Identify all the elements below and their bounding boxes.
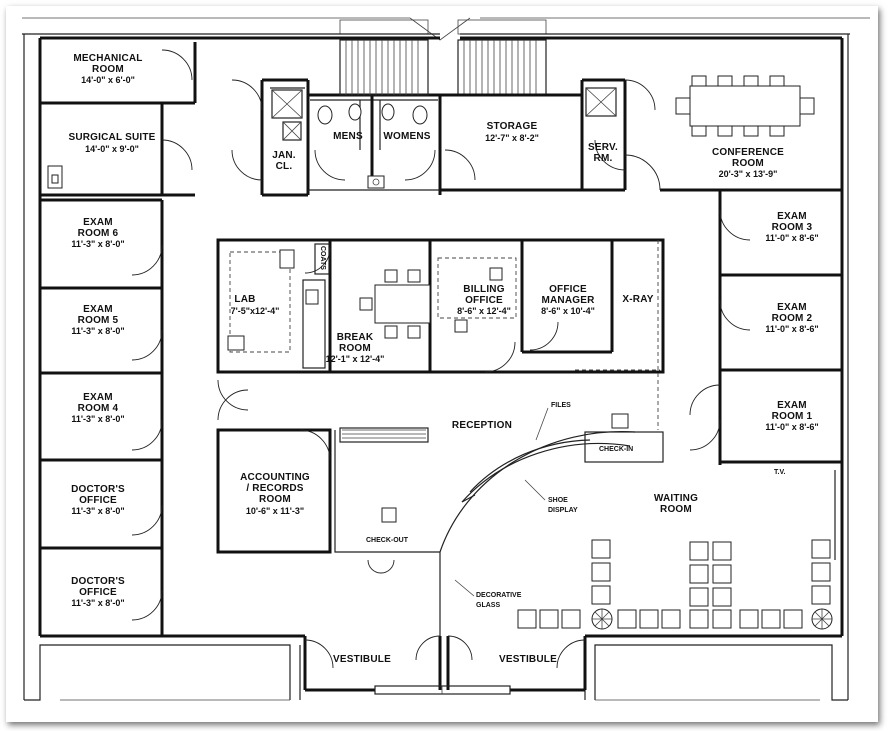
exam-room-2-label: EXAM [777,302,807,313]
plant-icon [591,608,613,630]
vestibule-1-label: VESTIBULE [333,654,391,665]
reception-area [216,389,664,636]
x-ray-label: X-RAY [622,294,653,305]
doctors-office-2-label-2: OFFICE [79,587,117,598]
exam-room-3-label: EXAM [777,211,807,222]
vestibules [303,635,587,695]
files-label: FILES [551,402,571,409]
exam-room-2-dims: 11'-0" x 8'-6" [765,324,818,334]
mechanical-room-dims: 14'-0" x 6'-0" [81,75,135,85]
exterior-walls [22,33,850,701]
accounting-room-dims: 10'-6" x 11'-3" [246,506,304,516]
shoe-display-label-2: DISPLAY [548,507,578,514]
shoe-display-label: SHOE [548,497,568,504]
exam-room-6-dims: 11'-3" x 8'-0" [71,239,124,249]
exam-room-6-label-2: ROOM 6 [78,228,119,239]
exam-room-1-dims: 11'-0" x 8'-6" [765,422,818,432]
mechanical-room-label: MECHANICAL [73,53,142,64]
waiting-room-label: WAITING [654,493,698,504]
billing-office-label-2: OFFICE [465,295,503,306]
floor-plan-frame: MECHANICAL ROOM 14'-0" x 6'-0" SURGICAL … [6,6,878,722]
tv-label: T.V. [774,469,785,476]
mechanical-room-label-2: ROOM [92,64,124,75]
billing-office-label: BILLING [463,284,504,295]
right-rooms [624,75,842,560]
center-block [216,238,665,430]
jan-closet-label: JAN. [272,150,296,161]
lab-dims: 7'-5"x12'-4" [231,306,280,316]
check-out-label: CHECK-OUT [366,537,409,544]
exam-room-4-dims: 11'-3" x 8'-0" [71,414,124,424]
storage-dims: 12'-7" x 8'-2" [485,133,539,143]
exam-room-1-label-2: ROOM 1 [772,411,813,422]
exam-room-3-dims: 11'-0" x 8'-6" [765,233,818,243]
exam-room-5-label-2: ROOM 5 [78,315,119,326]
serv-room-label-2: RM. [594,153,613,164]
serv-room-label: SERV. [588,142,618,153]
accounting-room-label-2: / RECORDS [246,483,303,494]
doctors-office-2-label: DOCTOR'S [71,576,125,587]
reception-label: RECEPTION [452,420,512,431]
surgical-suite-dims: 14'-0" x 9'-0" [85,144,139,154]
doctors-office-1-label-2: OFFICE [79,495,117,506]
left-rooms [40,42,197,636]
break-room-dims: 12'-1" x 12'-4" [326,354,385,364]
vestibule-2-label: VESTIBULE [499,654,557,665]
surgical-suite-label: SURGICAL SUITE [68,132,155,143]
mens-restroom-label: MENS [333,131,363,142]
conference-room-label: CONFERENCE [712,147,784,158]
conference-room-label-2: ROOM [732,158,764,169]
jan-closet-label-2: CL. [276,161,293,172]
storage-label: STORAGE [487,121,538,132]
waiting-room-label-2: ROOM [660,504,692,515]
floor-plan: MECHANICAL ROOM 14'-0" x 6'-0" SURGICAL … [22,17,870,701]
womens-restroom-label: WOMENS [383,131,430,142]
exam-room-4-label-2: ROOM 4 [78,403,119,414]
exam-room-5-dims: 11'-3" x 8'-0" [71,326,124,336]
accounting-room-label-3: ROOM [259,494,291,505]
exam-room-4-label: EXAM [83,392,113,403]
doctors-office-2-dims: 11'-3" x 8'-0" [71,598,124,608]
exam-room-1-label: EXAM [777,400,807,411]
decorative-glass-label-2: GLASS [476,602,500,609]
lab-label: LAB [234,294,255,305]
break-room-label: BREAK [337,332,374,343]
doctors-office-1-dims: 11'-3" x 8'-0" [71,506,124,516]
exam-room-5-label: EXAM [83,304,113,315]
break-room-label-2: ROOM [339,343,371,354]
exam-room-3-label-2: ROOM 3 [772,222,813,233]
coats-label: COATS [319,246,326,270]
plant-icon [811,608,833,630]
office-manager-label: OFFICE [549,284,587,295]
exam-room-6-label: EXAM [83,217,113,228]
office-manager-dims: 8'-6" x 10'-4" [541,306,595,316]
conference-room-dims: 20'-3" x 13'-9" [719,169,778,179]
check-in-label: CHECK-IN [599,446,633,453]
accounting-room-label: ACCOUNTING [240,472,310,483]
stairs [339,39,547,96]
exam-room-2-label-2: ROOM 2 [772,313,813,324]
room-labels: MECHANICAL ROOM 14'-0" x 6'-0" SURGICAL … [68,53,818,665]
top-core [231,39,656,197]
waiting-seating [517,539,833,630]
doctors-office-1-label: DOCTOR'S [71,484,125,495]
office-manager-label-2: MANAGER [541,295,595,306]
decorative-glass-label: DECORATIVE [476,592,522,599]
billing-office-dims: 8'-6" x 12'-4" [457,306,511,316]
